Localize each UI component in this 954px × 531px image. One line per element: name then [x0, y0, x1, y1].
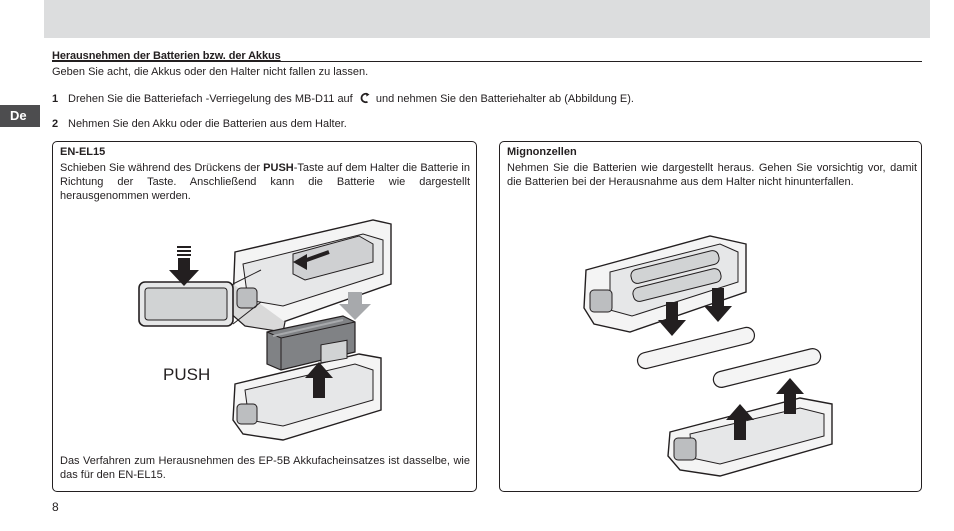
step-text-before: Drehen Sie die Batteriefach -Verriegelun…	[68, 93, 353, 105]
section-title: Herausnehmen der Batterien bzw. der Akku…	[52, 50, 281, 62]
down-arrow-icon	[658, 288, 732, 336]
title-rule	[52, 61, 922, 62]
aa-battery-illustration	[583, 235, 833, 477]
header-band	[44, 0, 930, 38]
en-el15-box: EN-EL15 Schieben Sie während des Drücken…	[52, 141, 477, 492]
push-button-callout	[138, 269, 262, 327]
step-2: 2 Nehmen Sie den Akku oder die Batterien …	[52, 118, 347, 130]
mignonzellen-box: Mignonzellen Nehmen Sie die Batterien wi…	[499, 141, 922, 492]
en-el15-illustration	[138, 219, 392, 441]
page-number: 8	[52, 500, 59, 514]
aa-holder-upper-icon	[583, 235, 747, 333]
aa-cell-icon	[636, 326, 822, 388]
press-arrow-icon	[169, 246, 199, 286]
step-text: Nehmen Sie den Akku oder die Batterien a…	[68, 118, 347, 130]
step-number: 1	[52, 93, 59, 105]
box-title: Mignonzellen	[507, 146, 577, 158]
step-number: 2	[52, 118, 59, 130]
language-tab: De	[0, 105, 40, 127]
unlock-symbol-icon	[360, 92, 370, 104]
box-footer-text: Das Verfahren zum Herausnehmen des EP-5B…	[60, 455, 470, 481]
up-arrow-icon	[726, 378, 804, 440]
push-button-label: PUSH	[163, 365, 211, 384]
text-after: -Taste auf dem Halter die Batterie in Ri…	[60, 162, 470, 202]
battery-holder-lower-icon	[232, 339, 382, 441]
aa-holder-lower-icon	[667, 397, 833, 477]
gray-down-arrow-icon	[339, 292, 371, 320]
push-word: PUSH	[263, 162, 294, 174]
battery-holder-upper-icon	[228, 219, 392, 333]
text-before: Schieben Sie während des Drückens der	[60, 162, 260, 174]
caution-text: Geben Sie acht, die Akkus oder den Halte…	[52, 66, 369, 78]
step-1: 1 Drehen Sie die Batteriefach -Verriegelu…	[52, 92, 634, 105]
box-text: Nehmen Sie die Batterien wie dargestellt…	[507, 162, 917, 188]
up-arrow-icon	[305, 362, 333, 398]
step-text-after: und nehmen Sie den Batteriehalter ab (Ab…	[375, 93, 634, 105]
box-text: Schieben Sie während des Drückens der PU…	[60, 161, 470, 203]
box-title: EN-EL15	[60, 146, 106, 158]
